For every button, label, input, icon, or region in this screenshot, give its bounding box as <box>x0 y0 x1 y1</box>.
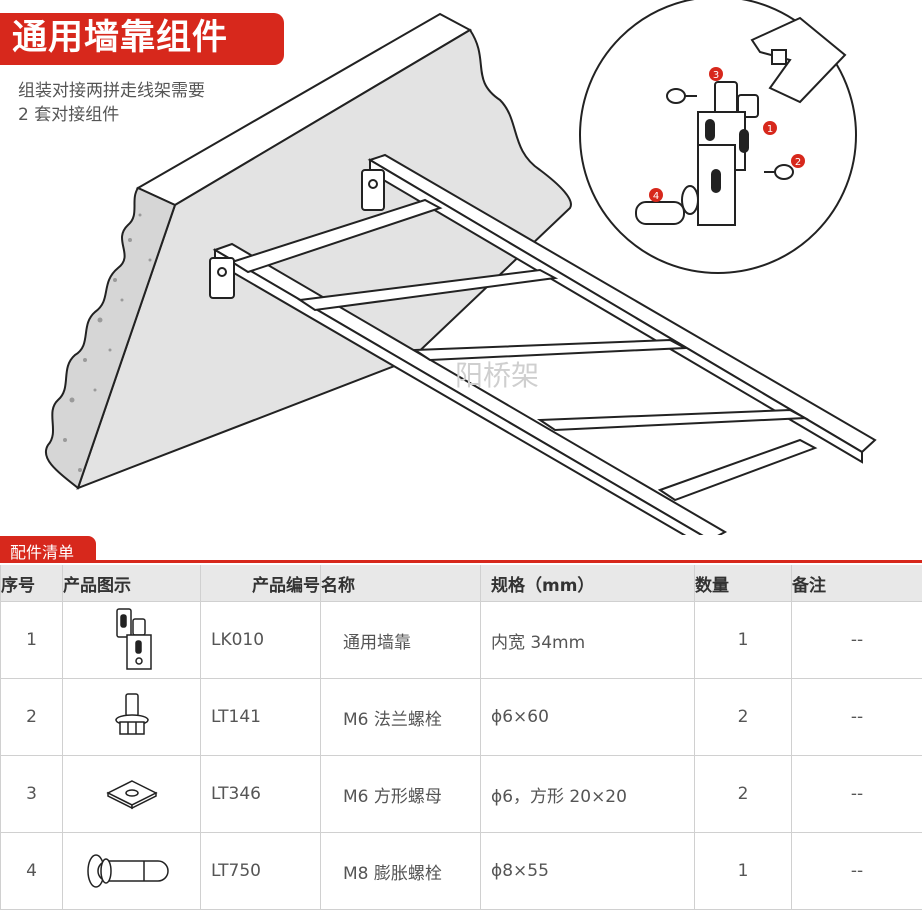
header-qty: 数量 <box>695 565 792 602</box>
svg-text:3: 3 <box>713 70 719 81</box>
expansion-bolt-icon <box>63 833 201 910</box>
wall-bracket-icon <box>63 602 201 679</box>
section-divider <box>96 560 922 563</box>
row-spec: 内宽 34mm <box>481 602 695 679</box>
row-qty: 2 <box>695 756 792 833</box>
header-note: 备注 <box>792 565 922 602</box>
row-name: M8 膨胀螺栓 <box>321 833 481 910</box>
table-row: 4 LT750 M8 膨胀螺栓 ϕ8×55 1 -- <box>1 833 922 910</box>
row-code: LK010 <box>201 602 321 679</box>
row-no: 2 <box>1 679 63 756</box>
row-spec: ϕ6，方形 20×20 <box>481 756 695 833</box>
row-no: 1 <box>1 602 63 679</box>
row-spec: ϕ8×55 <box>481 833 695 910</box>
header-code: 产品编号 <box>201 565 321 602</box>
row-code: LT750 <box>201 833 321 910</box>
table-row: 1 LK010 通用墙靠 内宽 34mm 1 -- <box>1 602 922 679</box>
header-image: 产品图示 <box>63 565 201 602</box>
watermark: 阳桥架 <box>455 359 539 392</box>
table-row: 3 LT346 M6 方形螺母 ϕ6，方形 20×20 2 -- <box>1 756 922 833</box>
section-tab: 配件清单 <box>0 536 96 563</box>
row-note: -- <box>792 679 922 756</box>
table-row: 2 LT141 M6 法兰螺栓 ϕ6×60 2 -- <box>1 679 922 756</box>
flange-bolt-icon <box>63 679 201 756</box>
row-code: LT346 <box>201 756 321 833</box>
row-name: M6 方形螺母 <box>321 756 481 833</box>
row-qty: 1 <box>695 602 792 679</box>
svg-text:4: 4 <box>653 191 659 202</box>
row-qty: 1 <box>695 833 792 910</box>
subtitle-line-2: 2 套对接组件 <box>18 104 119 126</box>
section-label: 配件清单 <box>10 539 74 563</box>
row-qty: 2 <box>695 679 792 756</box>
svg-text:1: 1 <box>767 124 773 135</box>
svg-text:2: 2 <box>795 157 801 168</box>
row-spec: ϕ6×60 <box>481 679 695 756</box>
row-no: 3 <box>1 756 63 833</box>
header-spec: 规格（mm） <box>481 565 695 602</box>
parts-table: 序号 产品图示 产品编号 名称 规格（mm） 数量 备注 1 LK010 通用墙… <box>0 565 922 910</box>
row-name: M6 法兰螺栓 <box>321 679 481 756</box>
table-header-row: 序号 产品图示 产品编号 名称 规格（mm） 数量 备注 <box>1 565 922 602</box>
page-title: 通用墙靠组件 <box>12 14 228 62</box>
section-header: 配件清单 <box>0 536 922 563</box>
row-name: 通用墙靠 <box>321 602 481 679</box>
row-note: -- <box>792 602 922 679</box>
row-note: -- <box>792 833 922 910</box>
header-no: 序号 <box>1 565 63 602</box>
row-no: 4 <box>1 833 63 910</box>
subtitle-line-1: 组装对接两拼走线架需要 <box>18 80 205 102</box>
row-code: LT141 <box>201 679 321 756</box>
header-name: 名称 <box>321 565 481 602</box>
row-note: -- <box>792 756 922 833</box>
square-nut-icon <box>63 756 201 833</box>
